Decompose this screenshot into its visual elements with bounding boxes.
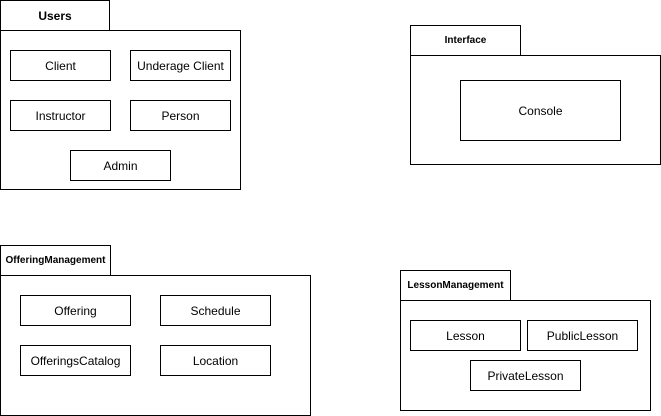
class-person: Person	[130, 100, 231, 131]
class-lesson: Lesson	[410, 320, 521, 351]
class-schedule: Schedule	[160, 295, 271, 326]
package-offering-management-tab: OfferingManagement	[0, 245, 111, 276]
package-lesson-management-body	[400, 300, 651, 411]
class-offerings-catalog: OfferingsCatalog	[20, 345, 131, 376]
package-interface-tab: Interface	[410, 25, 521, 56]
package-lesson-management-tab: LessonManagement	[400, 270, 511, 301]
class-console: Console	[460, 80, 621, 141]
class-instructor: Instructor	[10, 100, 111, 131]
class-private-lesson: PrivateLesson	[470, 360, 581, 391]
class-offering: Offering	[20, 295, 131, 326]
class-location: Location	[160, 345, 271, 376]
class-underage-client: Underage Client	[130, 50, 231, 81]
class-admin: Admin	[70, 150, 171, 181]
class-client: Client	[10, 50, 111, 81]
package-users-tab: Users	[0, 0, 110, 31]
class-public-lesson: PublicLesson	[527, 320, 638, 351]
